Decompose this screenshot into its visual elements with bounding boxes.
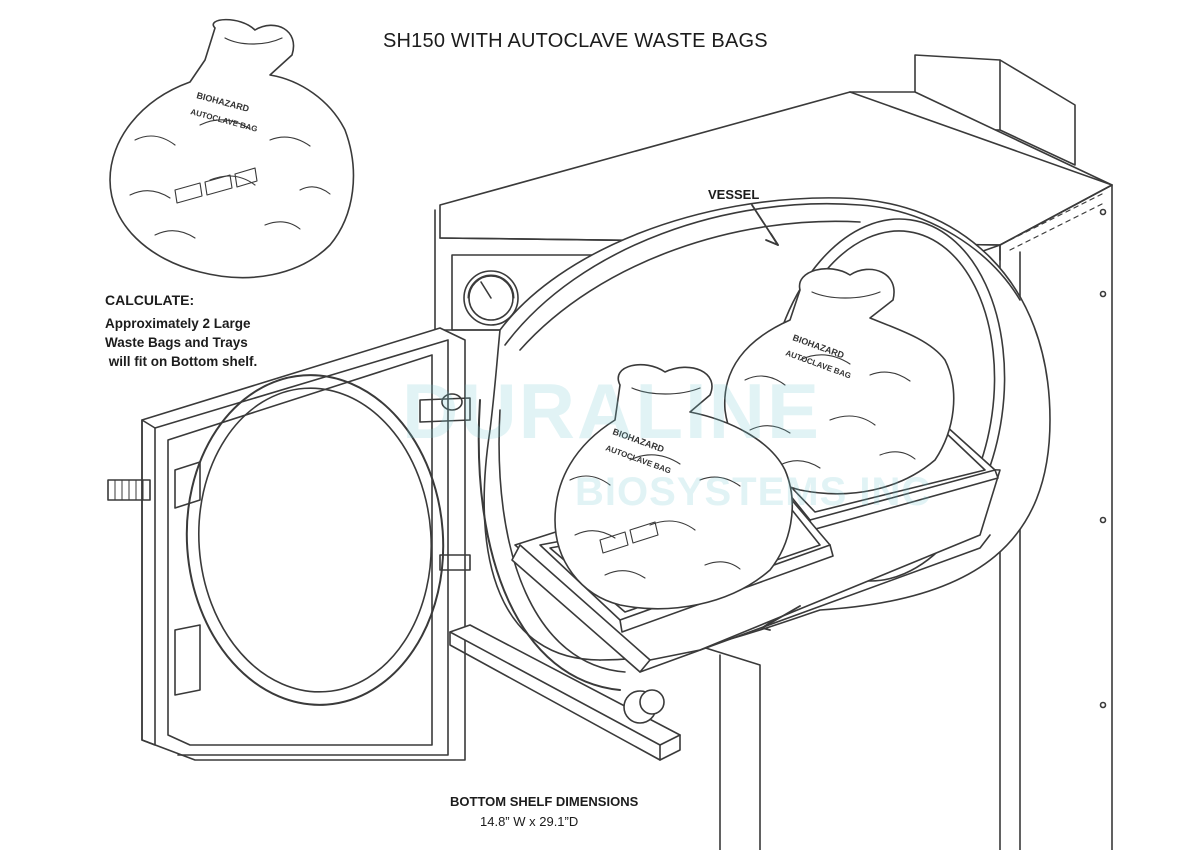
page-title: SH150 WITH AUTOCLAVE WASTE BAGS	[383, 30, 768, 52]
watermark-subtitle: BIOSYSTEMS INC	[575, 470, 932, 514]
side-vents	[1009, 193, 1103, 251]
calculate-line-3: will fit on Bottom shelf.	[105, 354, 258, 369]
calculate-note: Approximately 2 Large Waste Bags and Tra…	[105, 314, 257, 371]
calculate-line-2: Waste Bags and Trays	[105, 335, 248, 350]
drip-tray	[449, 624, 681, 761]
vessel-label: VESSEL	[708, 187, 760, 202]
pressure-gauge-icon	[463, 270, 519, 326]
door	[107, 327, 471, 761]
calculate-heading: CALCULATE:	[105, 292, 195, 308]
shelf-dimensions-value: 14.8” W x 29.1”D	[480, 814, 579, 829]
cabinet	[434, 54, 1113, 851]
shelf-dimensions-heading: BOTTOM SHELF DIMENSIONS	[450, 794, 639, 809]
bag-in-vessel-front: BIOHAZARD AUTOCLAVE BAG	[554, 363, 793, 610]
bag-in-vessel-back: BIOHAZARD AUTOCLAVE BAG	[723, 267, 955, 495]
watermark-logo: DURALINE	[402, 367, 821, 455]
calculate-line-1: Approximately 2 Large	[105, 316, 251, 331]
sample-waste-bag: BIOHAZARD AUTOCLAVE BAG	[109, 18, 355, 279]
vessel-pointer	[751, 204, 779, 246]
